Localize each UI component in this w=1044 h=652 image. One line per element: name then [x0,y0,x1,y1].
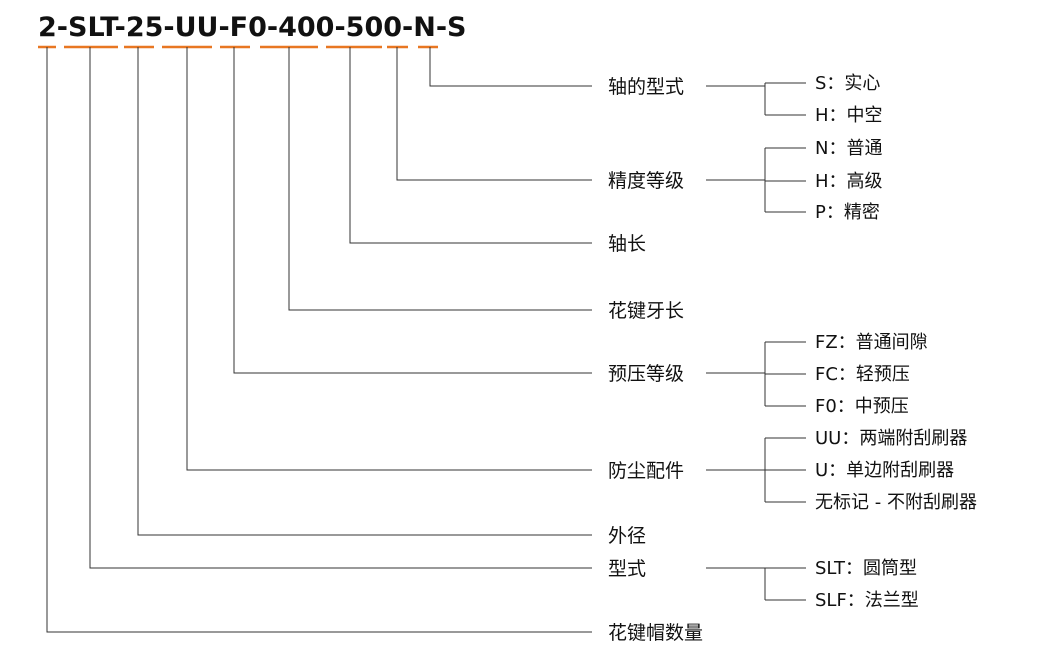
connector-line [233,47,592,374]
connector-line [186,47,592,471]
category-label: 预压等级 [608,363,684,385]
category-label: 花键帽数量 [608,622,703,644]
option-label: U：单边附刮刷器 [815,460,954,481]
category-label: 轴长 [608,233,646,255]
connector-line [137,47,592,536]
option-group: SLT：圆筒型 SLF：法兰型 [706,558,919,611]
connector-line [89,47,592,569]
option-label: P：精密 [815,202,880,223]
option-group: N：普通 H：高级 P：精密 [706,138,883,223]
option-label: FC：轻预压 [815,364,910,385]
category-label: 花键牙长 [608,300,684,322]
category-label: 外径 [608,525,646,547]
option-groups: S：实心 H：中空 N：普通 H：高级 P：精密 FZ：普通间隙 FC：轻预压 F0：中预压 U… [706,73,977,611]
connector-line [349,47,592,244]
connector-line [429,47,592,87]
option-label: N：普通 [815,138,882,159]
connector-lines [46,47,592,633]
category-label: 型式 [608,558,646,580]
option-group: FZ：普通间隙 FC：轻预压 F0：中预压 [706,332,928,417]
option-label: FZ：普通间隙 [815,332,928,353]
option-label: UU：两端附刮刷器 [815,428,967,449]
category-label: 轴的型式 [608,76,684,98]
connector-line [396,47,592,181]
option-label: 无标记 - 不附刮刷器 [815,492,977,513]
option-label: H：高级 [815,171,883,192]
option-label: F0：中预压 [815,396,909,417]
option-label: SLF：法兰型 [815,590,919,611]
model-code: 2-SLT-25-UU-F0-400-500-N-S [38,12,466,43]
category-label: 精度等级 [608,170,684,192]
option-label: H：中空 [815,105,883,126]
connector-line [46,47,592,633]
connector-line [288,47,592,311]
option-label: S：实心 [815,73,880,94]
category-label: 防尘配件 [608,460,684,482]
option-group: S：实心 H：中空 [706,73,883,126]
option-label: SLT：圆筒型 [815,558,917,579]
